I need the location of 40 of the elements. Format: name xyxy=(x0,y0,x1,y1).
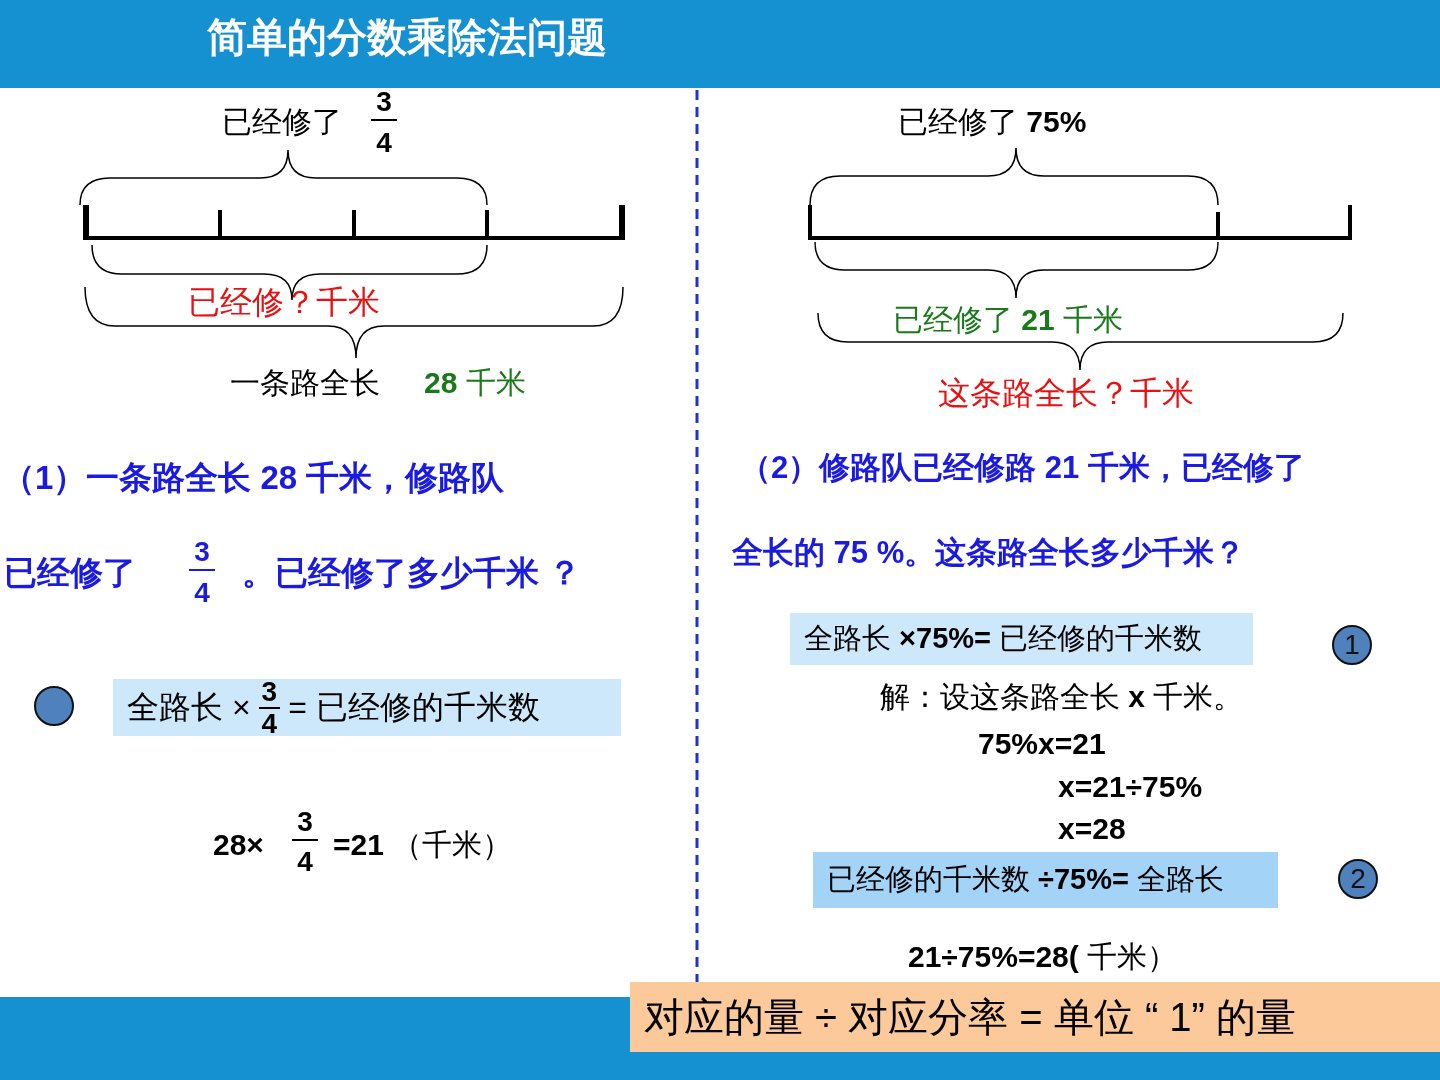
formula-text: 全路长 × xyxy=(127,687,251,727)
formula-box xyxy=(813,852,1278,908)
formula-text: = 已经修的千米数 xyxy=(288,687,540,727)
text-label: 21÷75%=28( 千米） xyxy=(908,939,1178,975)
text-label: 已经修了 21 千米 xyxy=(893,302,1124,338)
text-label: （2）修路队已经修路 21 千米，已经修了 xyxy=(740,449,1305,487)
fraction-numerator: 3 xyxy=(371,85,397,121)
text-label: 解：设这条路全长 x 千米。 xyxy=(880,679,1244,715)
text-label: 已经修了 xyxy=(222,104,342,140)
text-label: （1）一条路全长 28 千米，修路队 xyxy=(2,458,505,498)
title: 简单的分数乘除法问题 xyxy=(207,14,607,61)
text-label: 75%x=21 xyxy=(978,726,1106,762)
text-label: 已经修了 xyxy=(4,553,136,593)
formula-text: 全路长 ×75%= 已经修的千米数 xyxy=(804,621,1203,656)
number-badge: 2 xyxy=(1338,859,1378,899)
fraction-denominator: 4 xyxy=(375,126,393,160)
formula-box xyxy=(790,613,1253,665)
fraction-numerator: 3 xyxy=(258,676,281,709)
text-label: x=28 xyxy=(1058,811,1126,847)
text-label: 全长的 75 %。这条路全长多少千米？ xyxy=(732,534,1246,572)
fraction-denominator: 4 xyxy=(193,576,211,610)
text-label: 已经修？千米 xyxy=(188,282,380,322)
rule-text: 对应的量 ÷ 对应分率 = 单位 “ 1” 的量 xyxy=(644,993,1296,1041)
text-label: 。已经修了多少千米 ？ xyxy=(242,553,582,593)
formula-text: 已经修的千米数 ÷75%= 全路长 xyxy=(827,862,1225,897)
text-label: =21 （千米） xyxy=(333,827,513,863)
fraction-denominator: 4 xyxy=(296,845,314,879)
circle xyxy=(34,686,74,726)
number-badge: 1 xyxy=(1332,625,1372,665)
text-label: x=21÷75% xyxy=(1058,769,1203,805)
fraction-denominator: 4 xyxy=(260,708,279,739)
formula-box xyxy=(113,679,621,736)
rule-banner xyxy=(630,982,1440,1052)
text-label: 已经修了 75% xyxy=(898,104,1087,140)
text-label: 28× xyxy=(213,827,264,863)
text-label: 一条路全长 xyxy=(230,365,380,401)
fraction-numerator: 3 xyxy=(292,805,318,841)
fraction-numerator: 3 xyxy=(189,535,215,571)
text-label: 28 千米 xyxy=(424,365,526,401)
text-label: 这条路全长？千米 xyxy=(938,373,1194,413)
